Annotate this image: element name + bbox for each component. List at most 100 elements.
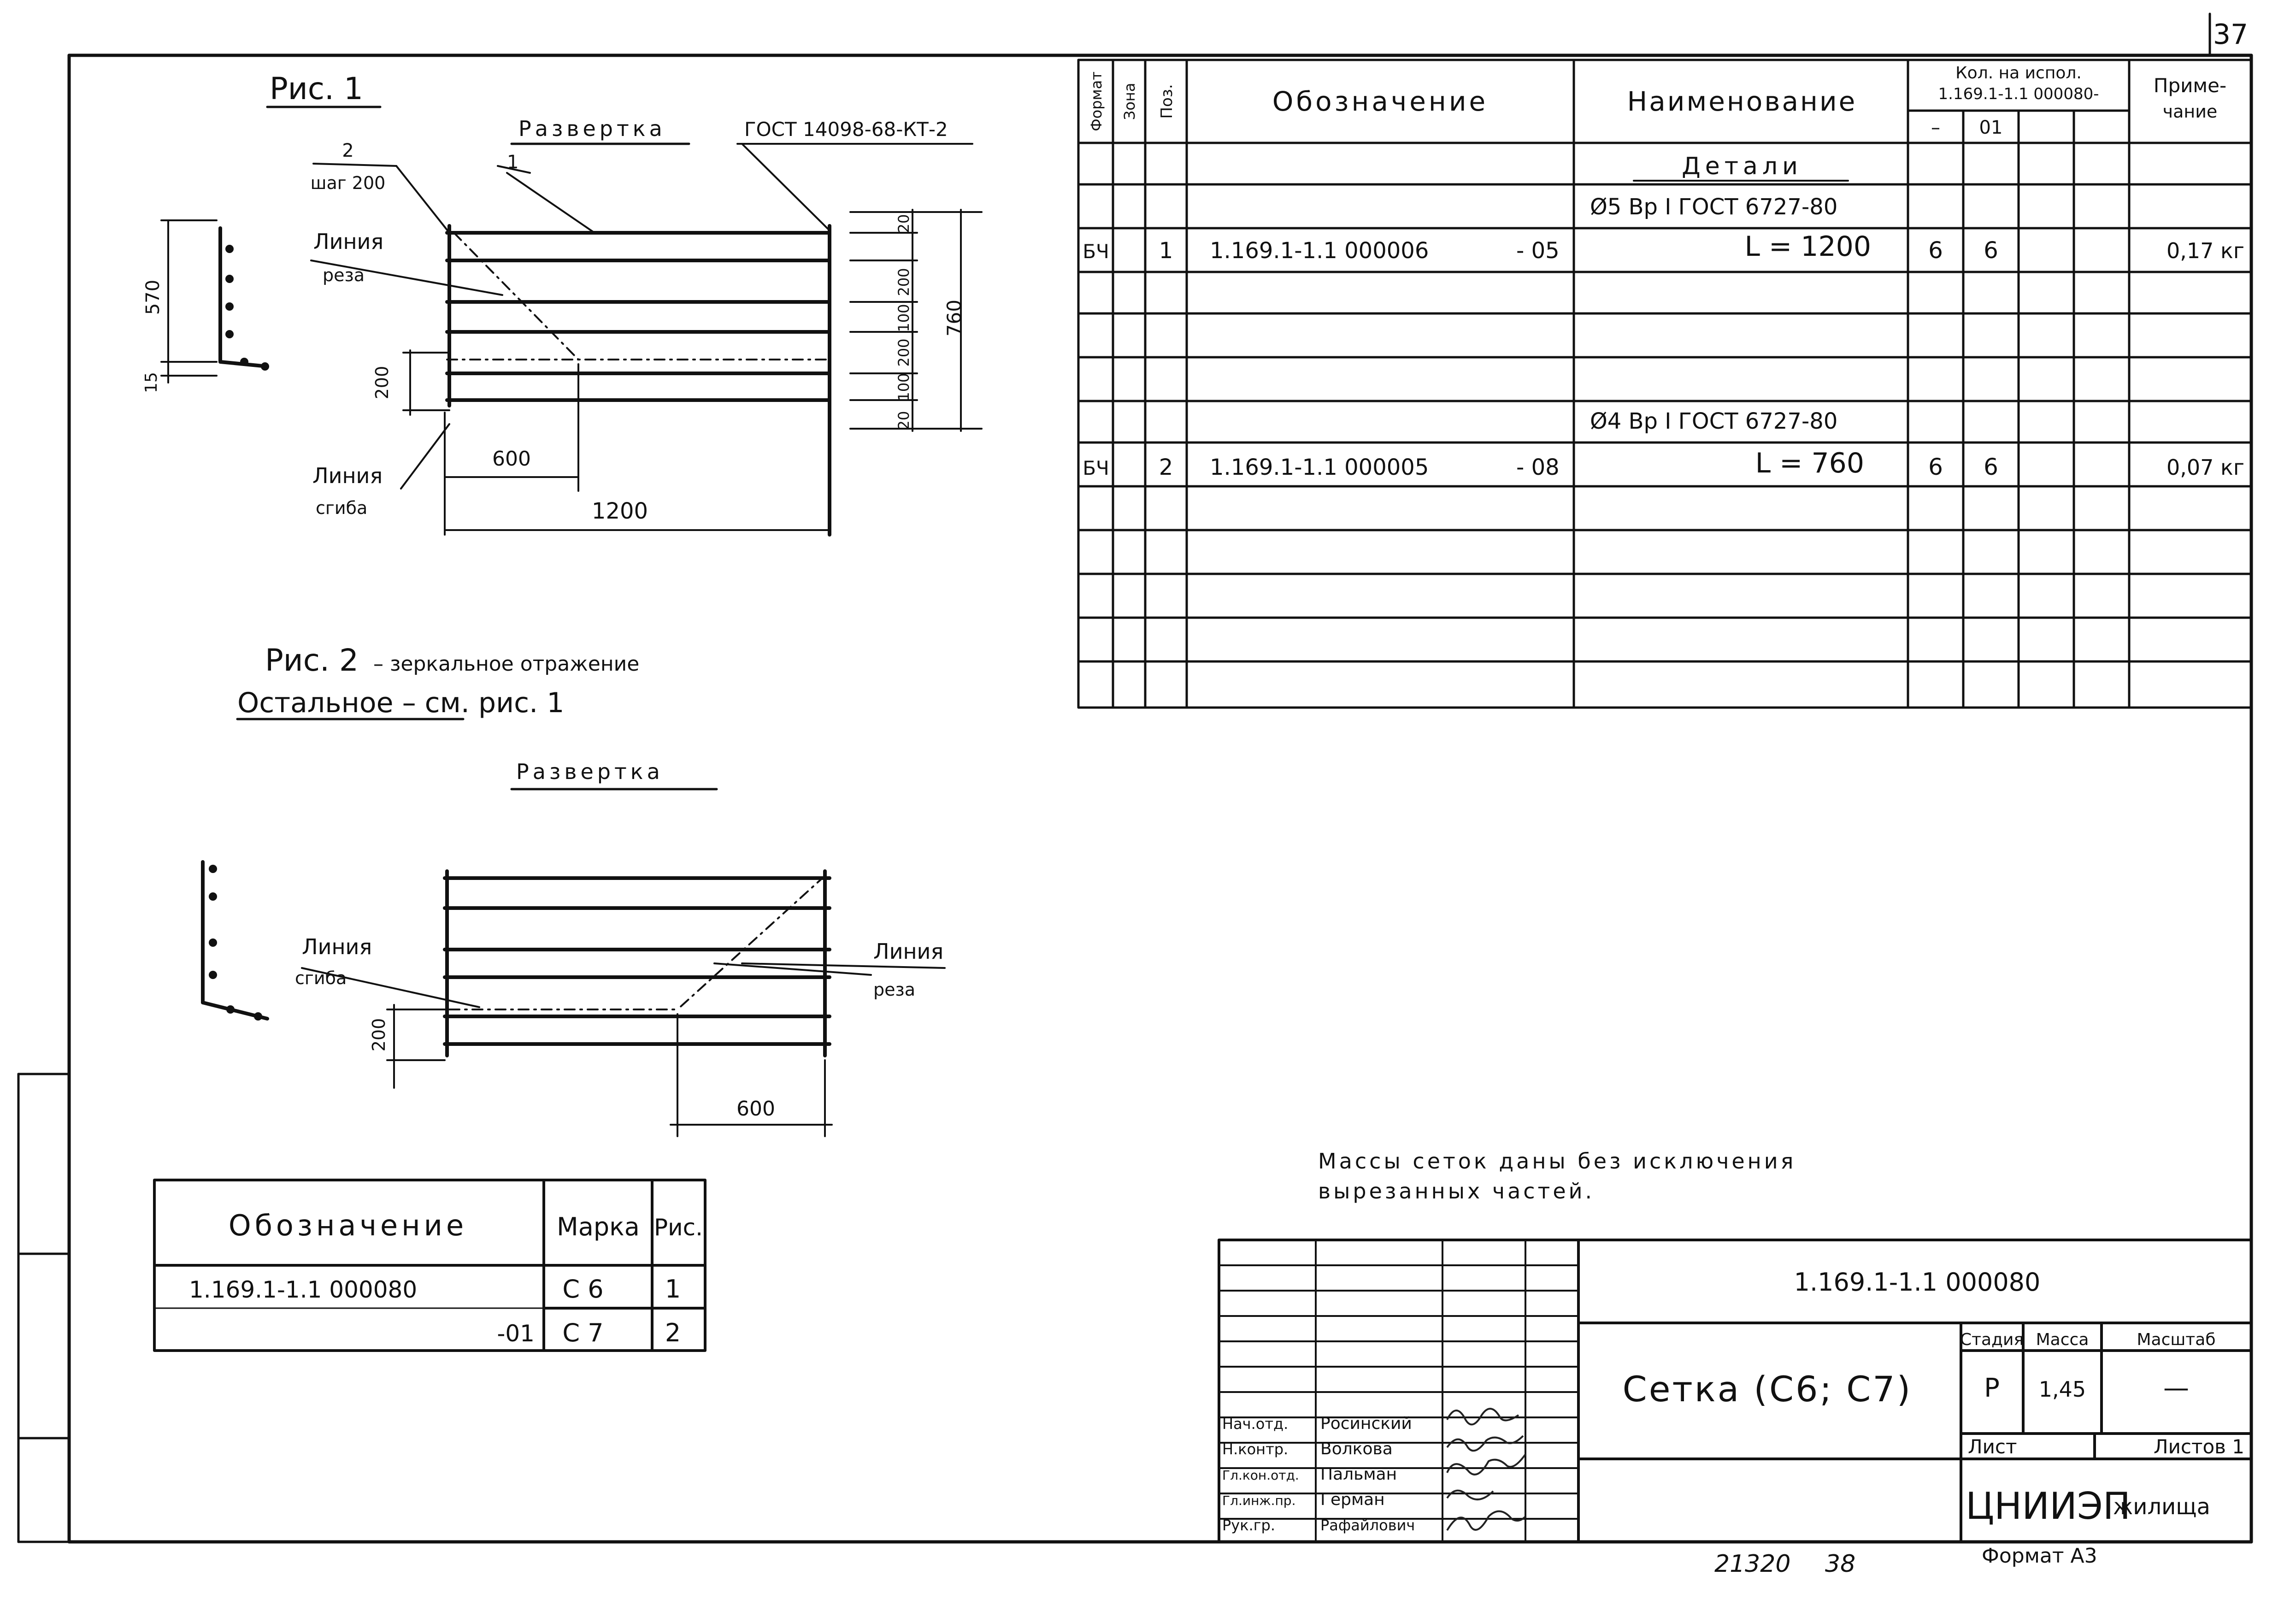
marks-row-1-designation: 1.169.1-1.1 000080 (189, 1276, 417, 1303)
tb-role-1: Нач.отд. (1222, 1415, 1288, 1433)
page-number-box: 37 (2208, 12, 2248, 57)
marks-row-1-fig: 1 (665, 1275, 681, 1304)
fig1-dim-right-3: 100 (895, 304, 913, 332)
tb-person-5: Рафайлович (1320, 1517, 1415, 1534)
spec-header-note-2: чание (2163, 101, 2218, 122)
spec-row-2-note: 0,17 кг (2166, 238, 2244, 263)
fig2-profile-bars (209, 865, 262, 1021)
signature-5 (1446, 1510, 1526, 1531)
spec-row-4-pos: 2 (1159, 454, 1173, 480)
signature-4 (1446, 1489, 1494, 1500)
spec-row-4-designation: 1.169.1-1.1 000005 (1210, 454, 1429, 480)
fig1-profile-bars (225, 245, 269, 371)
fig1-pos2: 2 (342, 140, 353, 161)
title-block-stage: Р (1984, 1373, 2000, 1403)
title-block-stage-label: Стадия (1960, 1330, 2024, 1349)
marks-row-2-mark: С 7 (562, 1318, 603, 1347)
fig1-dim-right-6: 20 (895, 411, 913, 430)
spec-row-4-q2: 6 (1984, 454, 1998, 480)
marks-row-1-mark: С 6 (562, 1275, 603, 1304)
tb-person-4: Герман (1320, 1490, 1385, 1509)
tb-person-2: Волкова (1320, 1440, 1393, 1458)
spec-header-name: Наименование (1627, 86, 1857, 117)
fig2-dims (301, 962, 946, 1137)
fig1-profile-dims (160, 219, 218, 384)
spec-row-4-format: БЧ (1083, 457, 1109, 479)
fig1-title: Рис. 1 (270, 71, 363, 106)
spec-row-4-name: L = 760 (1755, 447, 1864, 479)
title-block-mass: 1,45 (2039, 1377, 2086, 1402)
spec-row-4-suffix: - 08 (1516, 454, 1560, 480)
fig2-dim-200: 200 (369, 1018, 389, 1052)
marks-table: Обозначение Марка Рис. 1.169.1-1.1 00008… (153, 1179, 706, 1352)
marks-header-mark: Марка (557, 1212, 640, 1241)
general-note: Массы сеток даны без исключения вырезанн… (1318, 1149, 1796, 1204)
title-block-org-sub: жилища (2113, 1494, 2210, 1520)
fig2-bend-line-label2: сгиба (295, 968, 347, 988)
spec-section-details: Детали (1682, 153, 1802, 180)
fig1-dim-right-1: 20 (895, 214, 913, 233)
footer-inventory: 21320 (1714, 1550, 1790, 1578)
fig1-cut-line-label: Линия (313, 229, 383, 254)
spec-header-format: Формат (1088, 71, 1105, 131)
fig2-note: Остальное – см. рис. 1 (237, 687, 564, 719)
spec-header-pos: Поз. (1158, 84, 1176, 118)
fig1-dim-15: 15 (142, 372, 161, 393)
left-binding-strip (17, 1073, 71, 1543)
spec-row-2-q1: 6 (1928, 237, 1943, 264)
note-line-2: вырезанных частей. (1318, 1179, 1595, 1204)
signature-2 (1446, 1435, 1524, 1452)
tb-person-3: Пальман (1320, 1465, 1397, 1484)
marks-grid (153, 1179, 706, 1352)
fig1-dim-right-5: 100 (895, 373, 913, 401)
marks-row-2-designation: -01 (497, 1320, 535, 1347)
fig1-dim-right-2: 200 (895, 268, 913, 296)
tb-role-5: Рук.гр. (1222, 1517, 1275, 1534)
footer: 21320 38 Формат А3 (1714, 1544, 2097, 1578)
title-block-scale: — (2163, 1373, 2189, 1403)
tb-role-2: Н.контр. (1222, 1440, 1288, 1458)
spec-row-2-pos: 1 (1159, 238, 1173, 264)
title-block-name: Сетка (С6; С7) (1623, 1369, 1913, 1410)
spec-row-2-format: БЧ (1083, 240, 1109, 263)
spec-row-3-name: Ø4 Вр I ГОСТ 6727-80 (1590, 408, 1837, 434)
specification-table: Формат Зона Поз. Обозначение Наименовани… (1077, 59, 2253, 709)
signature-1 (1446, 1408, 1519, 1426)
fig2-dim-600: 600 (736, 1097, 775, 1121)
fig2-mesh (443, 869, 831, 1057)
fig1-dim-200: 200 (372, 366, 392, 400)
fig2-bend-line-label: Линия (302, 934, 372, 959)
note-line-1: Массы сеток даны без исключения (1318, 1149, 1796, 1174)
fig2-cut-line-label2: реза (873, 980, 915, 1000)
title-block: 1.169.1-1.1 000080 Сетка (С6; С7) Стадия… (1218, 1239, 2253, 1543)
fig1-gost-weld: ГОСТ 14098-68-КТ-2 (744, 118, 948, 141)
fig1-dim-1200: 1200 (592, 498, 648, 524)
fig1-cut-line-label2: реза (323, 265, 365, 285)
fig1-unfold-label: Развертка (518, 116, 666, 141)
spec-row-2-name: L = 1200 (1744, 230, 1871, 263)
fig2-subtitle: – зеркальное отражение (373, 652, 639, 676)
tb-person-1: Росинский (1320, 1414, 1412, 1433)
title-block-org-main: ЦНИИЭП (1966, 1485, 2131, 1528)
fig2-cut-line-label: Линия (873, 939, 943, 964)
spec-header-qty-v1: – (1931, 117, 1940, 138)
spec-row-2-designation: 1.169.1-1.1 000006 (1210, 238, 1429, 264)
spec-row-4-note: 0,07 кг (2166, 455, 2244, 480)
spec-row-2-suffix: - 05 (1516, 238, 1560, 264)
fig1-dim-600: 600 (492, 447, 531, 471)
fig1-pos1: 1 (507, 152, 518, 173)
spec-header-zone: Зона (1121, 83, 1138, 120)
spec-header-qty-v2: 01 (1979, 117, 2003, 138)
footer-inventory-sheet: 38 (1825, 1550, 1855, 1578)
title-block-signature-grid (1218, 1239, 1579, 1543)
fig2-cut-line (448, 875, 826, 1010)
spec-row-4-q1: 6 (1928, 454, 1943, 480)
tb-role-4: Гл.инж.пр. (1222, 1493, 1295, 1508)
title-block-sheets-label: Листов 1 (2154, 1435, 2244, 1458)
page-number: 37 (2213, 18, 2248, 51)
fig1-bend-line-label: Линия (312, 463, 383, 488)
spec-row-2-q2: 6 (1984, 237, 1998, 264)
title-block-scale-label: Масштаб (2137, 1330, 2215, 1349)
fig1-dim-570: 570 (142, 280, 164, 315)
